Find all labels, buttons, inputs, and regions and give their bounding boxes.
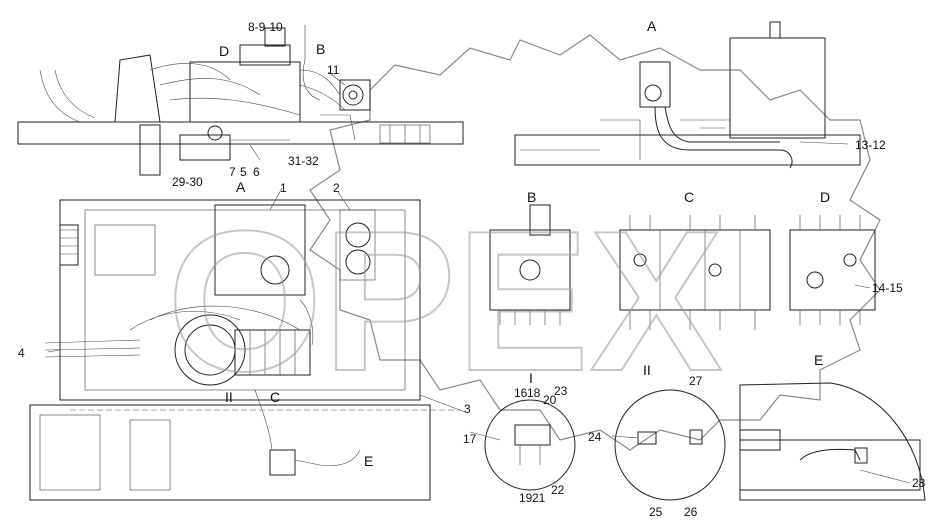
view-label-e: E — [814, 352, 823, 368]
view-label-b-top: B — [316, 41, 325, 57]
detail-view-e — [739, 382, 926, 501]
valve-view-c — [619, 215, 771, 330]
callout-7: 7 — [229, 165, 236, 179]
callout-4: 4 — [18, 346, 25, 360]
callout-25: 25 — [649, 505, 663, 519]
callout-28: 28 — [912, 476, 926, 490]
callout-21: 21 — [532, 491, 546, 505]
view-label-e-lower: E — [364, 453, 373, 469]
callout-14-15: 14-15 — [872, 281, 903, 295]
callout-2: 2 — [333, 181, 340, 195]
callout-27: 27 — [689, 374, 703, 388]
callout-11: 11 — [327, 63, 340, 77]
callout-18: 18 — [527, 386, 541, 400]
valve-view-d — [789, 215, 876, 325]
callout-5: 5 — [240, 165, 247, 179]
view-label-ii: II — [643, 362, 651, 378]
top-right-tank-assembly — [514, 21, 861, 169]
view-label-a-mid: A — [236, 179, 246, 195]
view-label-d-top: D — [219, 43, 229, 59]
callout-31-32: 31-32 — [288, 154, 319, 168]
detail-view-i — [484, 399, 576, 491]
callout-20: 20 — [543, 393, 557, 407]
callout-6: 6 — [253, 165, 260, 179]
callout-1: 1 — [280, 181, 287, 195]
callout-3: 3 — [464, 402, 471, 416]
view-label-b: B — [527, 189, 536, 205]
view-label-a-top: A — [647, 18, 657, 34]
callout-24: 24 — [588, 430, 602, 444]
view-label-c-lower: C — [270, 389, 280, 405]
callout-8-9-10: 8-9-10 — [248, 20, 283, 34]
top-left-assembly — [17, 25, 464, 176]
detail-view-ii — [614, 389, 726, 501]
callout-19: 19 — [519, 491, 533, 505]
valve-view-b — [489, 204, 571, 325]
view-label-c: C — [684, 189, 694, 205]
chassis-plan — [29, 199, 460, 501]
view-label-i: I — [529, 370, 533, 386]
view-label-d: D — [820, 189, 830, 205]
callout-22: 22 — [551, 483, 565, 497]
watermark-text: OPEX — [167, 190, 723, 413]
callout-29-30: 29-30 — [172, 175, 203, 189]
callout-17: 17 — [463, 432, 477, 446]
view-label-ii-lower: II — [225, 389, 233, 405]
callout-26: 26 — [684, 505, 698, 519]
callout-13-12: 13-12 — [855, 138, 886, 152]
leader-lines — [47, 71, 911, 484]
callout-23: 23 — [554, 384, 568, 398]
callout-16: 16 — [514, 386, 528, 400]
